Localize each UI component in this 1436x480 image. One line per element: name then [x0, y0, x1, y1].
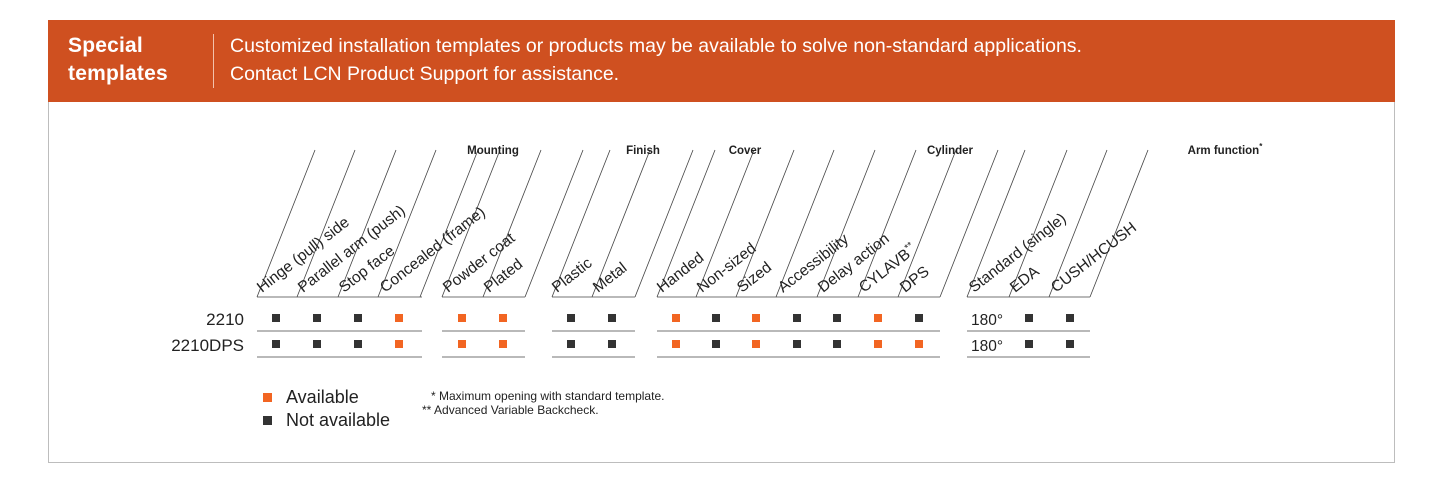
- col-label-cush-hcush: CUSH/HCUSH: [1048, 219, 1140, 296]
- not-available-marker-icon: [1066, 314, 1074, 322]
- available-marker-icon: [752, 340, 760, 348]
- group-header-cover: Cover: [729, 145, 762, 157]
- col-label-metal: Metal: [590, 259, 630, 296]
- header-divider-line: [897, 149, 957, 298]
- header-divider-line: [524, 149, 584, 298]
- legend-available-label: Available: [286, 387, 359, 407]
- banner-title-line1: Special: [68, 34, 143, 57]
- header-divider-line: [441, 149, 501, 298]
- available-marker-icon: [395, 314, 403, 322]
- available-marker-icon: [752, 314, 760, 322]
- not-available-marker-icon: [313, 314, 321, 322]
- not-available-marker-icon: [915, 314, 923, 322]
- template-panel: [48, 102, 1395, 463]
- footnotes: * Maximum opening with standard template…: [422, 389, 664, 417]
- banner-title: Special templates: [68, 32, 168, 88]
- available-marker-icon: [874, 340, 882, 348]
- banner-title-line2: templates: [68, 62, 168, 85]
- max-opening-value: 180°: [971, 338, 1003, 355]
- not-available-marker-icon: [354, 314, 362, 322]
- not-available-marker-icon: [567, 314, 575, 322]
- not-available-marker-icon: [313, 340, 321, 348]
- row-label-2210: 2210: [206, 310, 244, 329]
- header-divider-line: [256, 149, 316, 298]
- group-headers: Mounting Finish Cover Cylinder Arm function*: [467, 142, 1263, 157]
- banner-text: Customized installation templates or pro…: [230, 32, 1082, 88]
- available-swatch-icon: [263, 393, 272, 402]
- header-divider-line: [1089, 149, 1149, 298]
- col-label-suffix: **: [903, 240, 916, 254]
- header-divider-line: [296, 149, 356, 298]
- footnote-max-opening: * Maximum opening with standard template…: [431, 389, 665, 403]
- available-marker-icon: [672, 340, 680, 348]
- banner-divider: [213, 34, 214, 88]
- header-divider-line: [656, 149, 716, 298]
- row-labels: 2210 2210DPS: [171, 310, 244, 355]
- group-header-arm-function: Arm function*: [1188, 142, 1264, 157]
- available-marker-icon: [458, 314, 466, 322]
- header-divider-line: [695, 149, 755, 298]
- col-label-plastic: Plastic: [549, 254, 596, 296]
- banner-text-line1: Customized installation templates or pro…: [230, 35, 1082, 57]
- not-available-marker-icon: [272, 340, 280, 348]
- header-divider-line: [816, 149, 876, 298]
- legend: Available Not available: [263, 386, 390, 432]
- row-label-2210dps: 2210DPS: [171, 336, 244, 355]
- header-divider-line: [735, 149, 795, 298]
- header-divider-line: [482, 149, 542, 298]
- legend-not-available-label: Not available: [286, 410, 391, 430]
- header-divider-line: [419, 149, 479, 298]
- not-available-marker-icon: [608, 340, 616, 348]
- group-header-suffix: *: [1259, 142, 1263, 151]
- legend-item-available: Available: [263, 386, 390, 409]
- not-available-marker-icon: [712, 314, 720, 322]
- row-rules: [257, 296, 1090, 358]
- not-available-marker-icon: [608, 314, 616, 322]
- not-available-marker-icon: [712, 340, 720, 348]
- not-available-marker-icon: [833, 340, 841, 348]
- not-available-marker-icon: [354, 340, 362, 348]
- special-templates-banner: Special templates Customized installatio…: [48, 20, 1395, 102]
- header-divider-line: [337, 149, 397, 298]
- header-divider-line: [939, 149, 999, 298]
- header-divider-line: [591, 149, 651, 298]
- header-divider-line: [377, 149, 437, 298]
- not-available-swatch-icon: [263, 416, 272, 425]
- available-marker-icon: [395, 340, 403, 348]
- header-divider-line: [1048, 149, 1108, 298]
- not-available-marker-icon: [833, 314, 841, 322]
- column-divider-lines: [256, 149, 1149, 298]
- not-available-marker-icon: [272, 314, 280, 322]
- not-available-marker-icon: [1066, 340, 1074, 348]
- max-opening-value: 180°: [971, 312, 1003, 329]
- legend-item-not-available: Not available: [263, 409, 390, 432]
- group-header-mounting: Mounting: [467, 145, 519, 157]
- available-marker-icon: [499, 340, 507, 348]
- available-marker-icon: [499, 314, 507, 322]
- not-available-marker-icon: [1025, 340, 1033, 348]
- not-available-marker-icon: [793, 314, 801, 322]
- header-divider-line: [1008, 149, 1068, 298]
- matrix-cells: 180° 180°: [272, 312, 1074, 355]
- header-divider-line: [775, 149, 835, 298]
- header-divider-line: [634, 149, 694, 298]
- header-divider-line: [966, 149, 1026, 298]
- not-available-marker-icon: [793, 340, 801, 348]
- header-divider-line: [551, 149, 611, 298]
- not-available-marker-icon: [1025, 314, 1033, 322]
- available-marker-icon: [915, 340, 923, 348]
- available-marker-icon: [672, 314, 680, 322]
- group-header-finish: Finish: [626, 145, 660, 157]
- available-marker-icon: [458, 340, 466, 348]
- available-marker-icon: [874, 314, 882, 322]
- group-header-cylinder: Cylinder: [927, 145, 974, 157]
- header-divider-line: [857, 149, 917, 298]
- footnote-avb: ** Advanced Variable Backcheck.: [422, 403, 599, 417]
- not-available-marker-icon: [567, 340, 575, 348]
- banner-text-line2: Contact LCN Product Support for assistan…: [230, 63, 620, 85]
